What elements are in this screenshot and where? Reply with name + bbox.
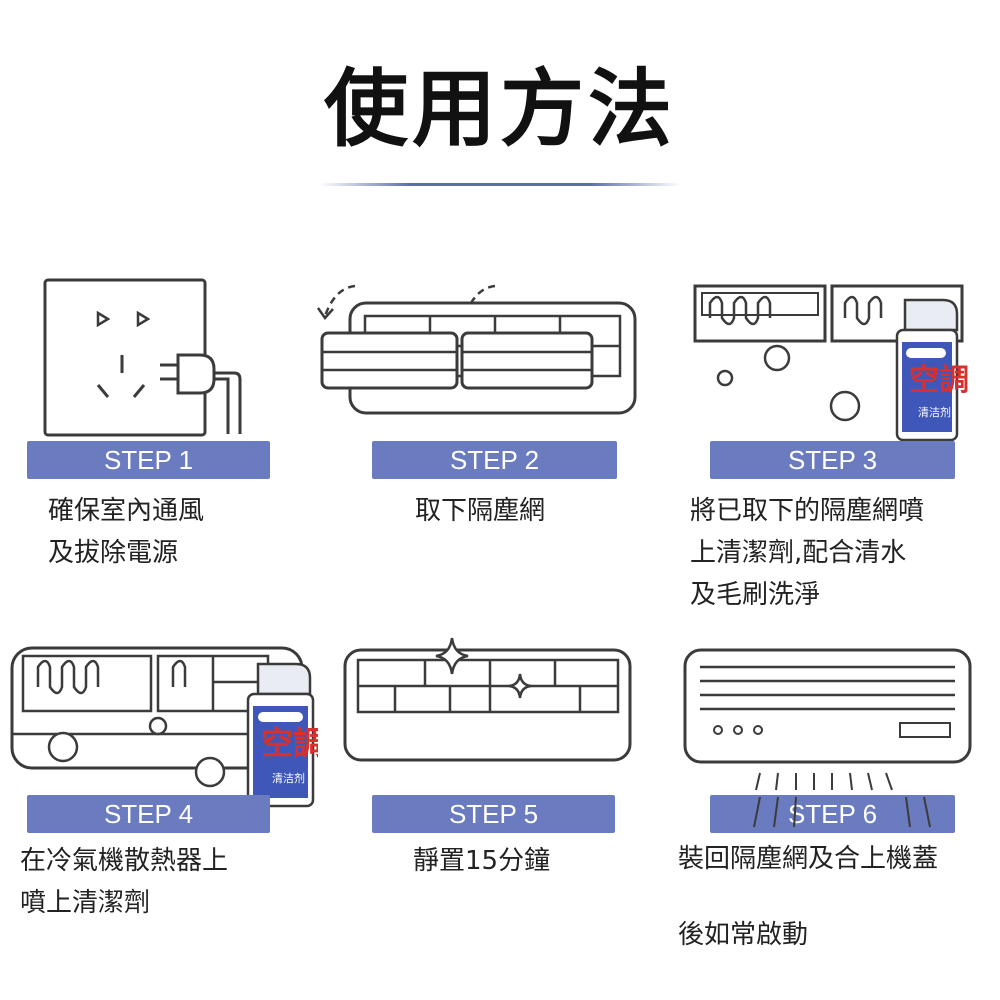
step-1-text: 確保室內通風 及拔除電源 [48,496,205,568]
radiator-spray-icon: 空調 清洁剂 [10,646,318,808]
clean-filter-icon [343,637,632,762]
step-4-text: 在冷氣機散熱器上 噴上清潔劑 [20,846,229,918]
step-6-text: 裝回隔塵網及合上機蓋 後如常啟動 [678,844,939,950]
step-5-label: STEP 5 [372,795,615,833]
step-3-text: 將已取下的隔塵網噴 上清潔劑,配合清水 及毛刷洗淨 [690,496,925,610]
step-3-label: STEP 3 [710,441,955,479]
svg-text:空調: 空調 [909,363,969,398]
power-outlet-icon [43,278,242,437]
spray-can: 空調 清洁剂 [895,298,969,442]
svg-text:清洁剂: 清洁剂 [918,405,951,419]
page-title: 使用方法 [323,60,676,158]
step-1-label: STEP 1 [27,441,270,479]
step-6-label: STEP 6 [710,795,955,833]
step-4-label: STEP 4 [27,795,270,833]
step-2-text: 取下隔塵網 [415,496,546,526]
filter-removal-icon [316,284,637,415]
filter-spray-icon: 空調 清洁剂 [693,284,969,442]
step-2-label: STEP 2 [372,441,617,479]
spray-can: 空調 清洁剂 [246,662,318,808]
step-5-text: 靜置15分鐘 [413,846,551,876]
title-divider [320,183,680,186]
air-conditioner-icon [683,648,972,791]
airflow-lines [753,797,931,828]
svg-text:清洁剂: 清洁剂 [272,771,305,785]
svg-text:空調: 空調 [261,724,318,762]
